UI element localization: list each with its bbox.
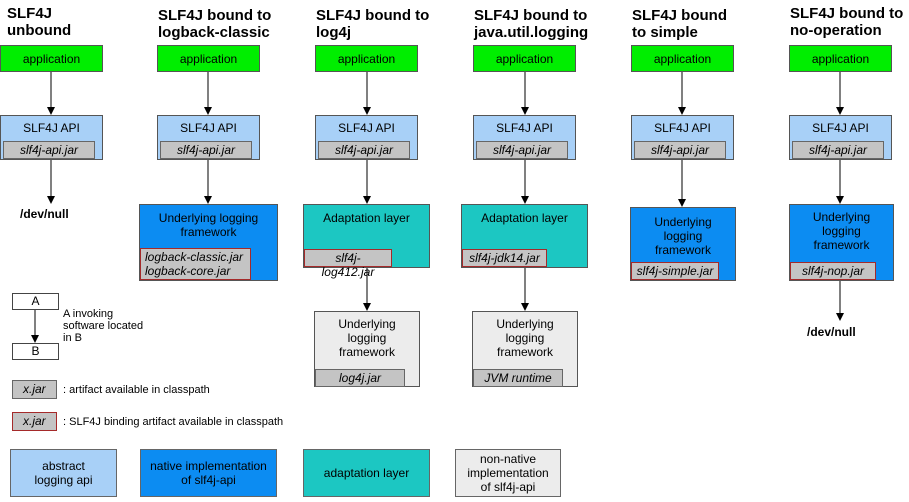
legend-binding-text: : SLF4J binding artifact available in cl… [63, 416, 284, 428]
jar-artifact: JVM runtime [473, 369, 563, 387]
dev-null-label: /dev/null [20, 207, 69, 221]
legend-box-a: A [12, 293, 59, 310]
column-title-unbound: SLF4J unbound [7, 5, 72, 39]
application-box: application [631, 45, 734, 72]
slf4j-api-label: SLF4J API [812, 121, 869, 135]
native-framework-label: Underlying logging framework [654, 215, 712, 257]
column-title-jul: SLF4J bound to java.util.logging [474, 7, 589, 41]
binding-jar-artifact: slf4j-nop.jar [790, 262, 876, 280]
legend-invoke-text: A invoking software located in B [63, 308, 144, 344]
column-title-nop: SLF4J bound to no-operation [790, 5, 904, 39]
application-box: application [0, 45, 103, 72]
adaptation-layer-label: Adaptation layer [323, 211, 410, 225]
jar-artifact: slf4j-api.jar [792, 141, 884, 159]
binding-jar-artifact: logback-classic.jar logback-core.jar [140, 248, 251, 280]
jar-artifact: slf4j-api.jar [634, 141, 726, 159]
jar-artifact: slf4j-api.jar [3, 141, 95, 159]
column-title-log4j: SLF4J bound to log4j [316, 7, 430, 41]
legend-abstract-api: abstract logging api [10, 449, 117, 497]
adaptation-layer-label: Adaptation layer [481, 211, 568, 225]
legend-binding-jar: x.jar [12, 412, 57, 431]
slf4j-api-label: SLF4J API [654, 121, 711, 135]
application-box: application [157, 45, 260, 72]
legend-adaptation-layer: adaptation layer [303, 449, 430, 497]
slf4j-api-label: SLF4J API [180, 121, 237, 135]
jar-artifact: slf4j-api.jar [318, 141, 410, 159]
legend-non-native-implementation: non-native implementation of slf4j-api [455, 449, 561, 497]
legend-artifact-jar: x.jar [12, 380, 57, 399]
native-framework-label: Underlying logging framework [158, 211, 259, 239]
binding-jar-artifact: slf4j-jdk14.jar [462, 249, 547, 267]
binding-jar-artifact: slf4j-log412.jar [304, 249, 392, 279]
application-box: application [473, 45, 576, 72]
jar-artifact: slf4j-api.jar [160, 141, 252, 159]
jar-artifact: log4j.jar [315, 369, 405, 387]
non-native-framework-label: Underlying logging framework [338, 317, 396, 359]
application-box: application [315, 45, 418, 72]
slf4j-api-label: SLF4J API [23, 121, 80, 135]
slf4j-api-label: SLF4J API [496, 121, 553, 135]
application-box: application [789, 45, 892, 72]
dev-null-label: /dev/null [807, 325, 856, 339]
native-framework-label: Underlying logging framework [812, 210, 871, 252]
column-title-logback: SLF4J bound to logback-classic [158, 7, 272, 41]
non-native-framework-label: Underlying logging framework [496, 317, 554, 359]
binding-jar-artifact: slf4j-simple.jar [631, 262, 719, 280]
column-title-simple: SLF4J bound to simple [632, 7, 727, 41]
jar-artifact: slf4j-api.jar [476, 141, 568, 159]
legend-artifact-text: : artifact available in classpath [63, 384, 210, 396]
legend-box-b: B [12, 343, 59, 360]
legend-native-implementation: native implementation of slf4j-api [140, 449, 277, 497]
slf4j-api-label: SLF4J API [338, 121, 395, 135]
